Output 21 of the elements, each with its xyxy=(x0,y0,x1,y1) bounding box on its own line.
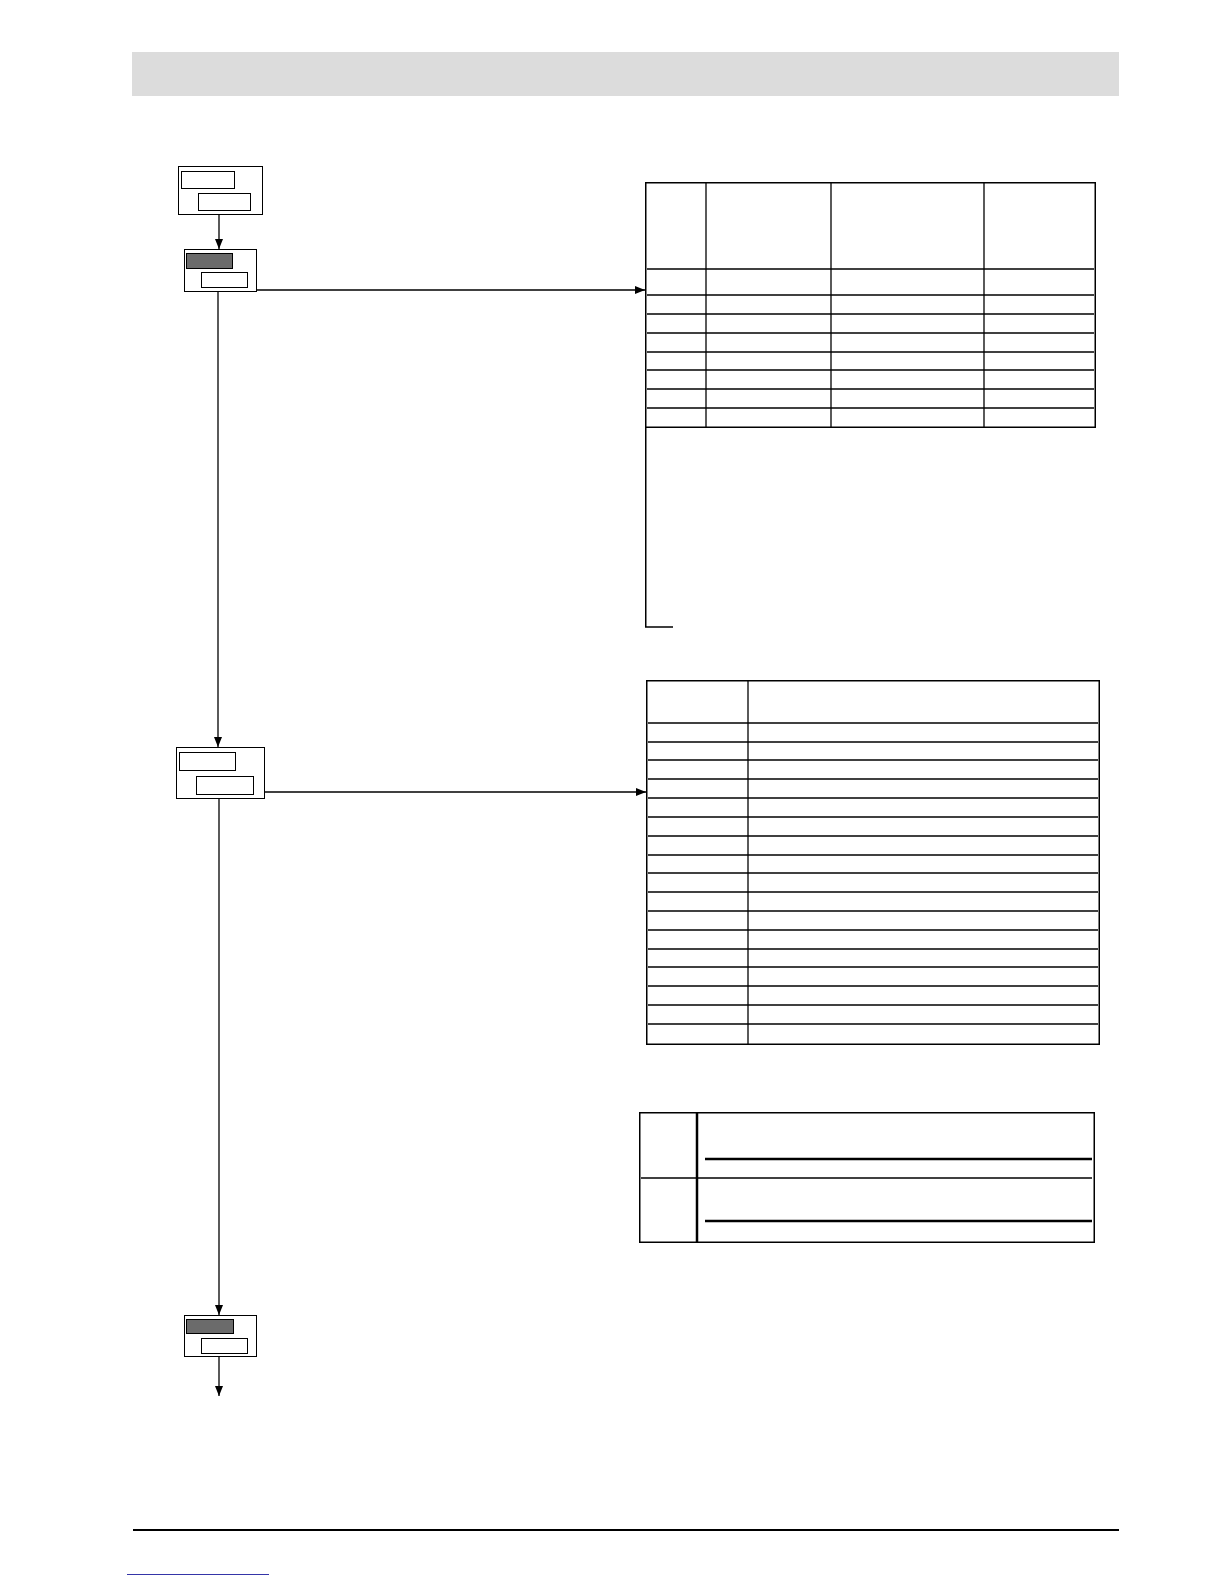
data-table xyxy=(646,680,1100,1045)
display-field xyxy=(200,1337,248,1354)
display-field xyxy=(178,751,236,771)
display-box xyxy=(184,1315,257,1357)
display-box xyxy=(176,747,265,799)
display-field xyxy=(200,271,248,288)
arrow xyxy=(215,214,223,250)
arrow xyxy=(215,1356,223,1397)
arrow xyxy=(264,788,647,796)
display-field xyxy=(185,1318,234,1334)
display-box xyxy=(178,166,263,215)
arrow xyxy=(214,291,222,748)
display-field xyxy=(195,775,254,795)
display-field xyxy=(185,252,233,269)
arrow xyxy=(215,798,223,1316)
arrow xyxy=(256,286,646,294)
display-field xyxy=(180,170,235,189)
data-table xyxy=(639,1112,1095,1243)
display-field xyxy=(197,192,251,211)
data-table xyxy=(645,182,1096,428)
display-box xyxy=(184,249,257,292)
